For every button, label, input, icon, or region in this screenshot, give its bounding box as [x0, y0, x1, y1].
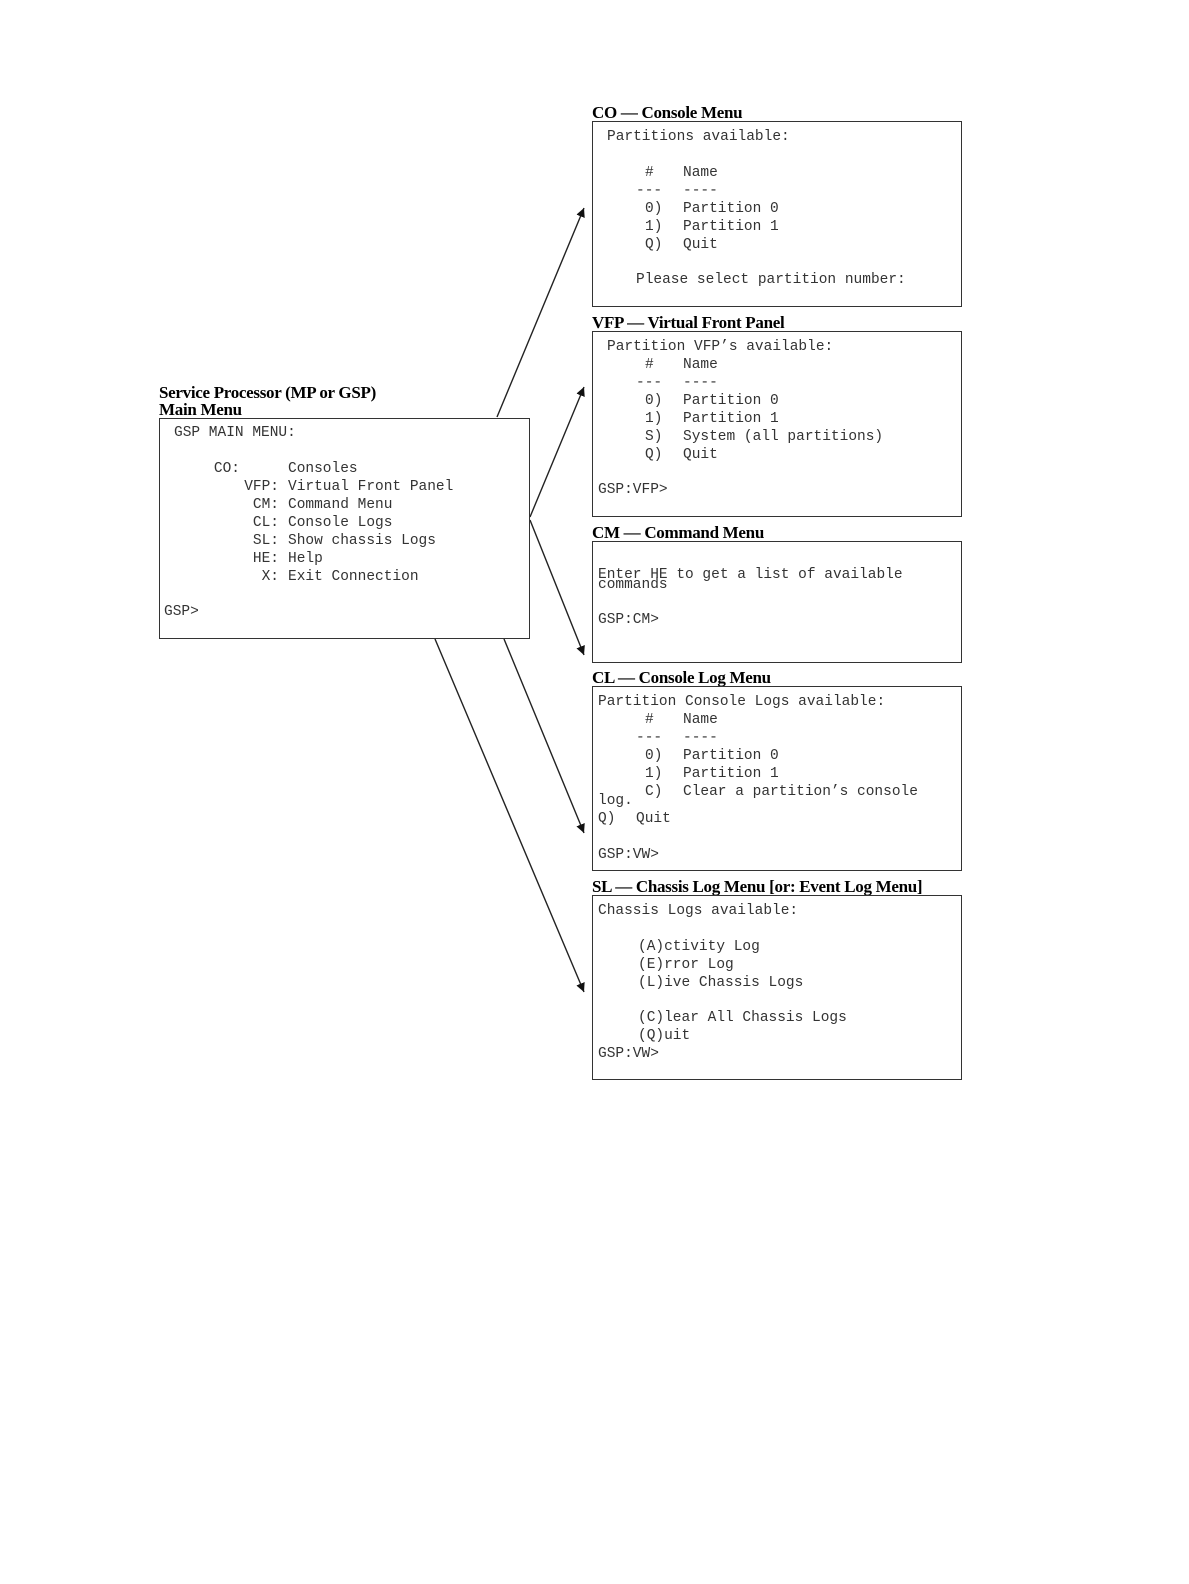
vfp-col-name: Name	[683, 357, 718, 373]
main-menu-prompt: GSP>	[164, 604, 199, 620]
co-sep-num: ---	[636, 183, 663, 199]
co-sep-name: ----	[683, 183, 718, 199]
cl-wrap: log.	[598, 793, 633, 809]
vfp-menu-box: Partition VFP’s available: # Name --- --…	[592, 331, 962, 517]
cl-row-key: C)	[645, 784, 663, 800]
sl-heading: Chassis Logs available:	[598, 903, 799, 919]
main-menu-item-key: CO:	[213, 461, 240, 477]
co-col-num: #	[645, 165, 654, 181]
main-menu-title-line1: Service Processor (MP or GSP)	[159, 383, 376, 402]
vfp-row-label: Partition 1	[683, 411, 779, 427]
sl-menu-title: SL — Chassis Log Menu [or: Event Log Men…	[592, 877, 923, 896]
cl-row-label: Clear a partition’s console	[683, 784, 918, 800]
cl-menu-title: CL — Console Log Menu	[592, 668, 771, 687]
co-row-key: 1)	[645, 219, 663, 235]
main-menu-item-label: Help	[288, 551, 323, 567]
arrow-to-cm	[529, 519, 585, 656]
co-prompt: Please select partition number:	[636, 272, 906, 288]
co-row-label: Partition 1	[683, 219, 779, 235]
sl-item: (Q)uit	[638, 1028, 691, 1044]
main-menu-item-label: Exit Connection	[288, 569, 419, 585]
cm-menu-title: CM — Command Menu	[592, 523, 764, 542]
co-row-key: Q)	[645, 237, 663, 253]
cl-row-label: Partition 1	[683, 766, 779, 782]
co-row-label: Partition 0	[683, 201, 779, 217]
sl-menu-box: Chassis Logs available: (A)ctivity Log (…	[592, 895, 962, 1080]
co-col-name: Name	[683, 165, 718, 181]
vfp-heading: Partition VFP’s available:	[607, 339, 834, 355]
main-menu-title-line2: Main Menu	[159, 400, 242, 419]
vfp-row-key: 0)	[645, 393, 663, 409]
cl-quit-key: Q)	[598, 811, 616, 827]
vfp-sep-name: ----	[683, 375, 718, 391]
arrow-to-co	[496, 207, 585, 418]
cl-menu-box: Partition Console Logs available: # Name…	[592, 686, 962, 871]
cm-menu-box: Enter HE to get a list of available comm…	[592, 541, 962, 663]
main-menu-item-label: Console Logs	[288, 515, 393, 531]
vfp-row-key: Q)	[645, 447, 663, 463]
cl-col-num: #	[645, 712, 654, 728]
main-menu-item-label: Virtual Front Panel	[288, 479, 454, 495]
cl-sep-num: ---	[636, 730, 663, 746]
co-row-key: 0)	[645, 201, 663, 217]
co-menu-box: Partitions available: # Name --- ---- 0)…	[592, 121, 962, 307]
cl-heading: Partition Console Logs available:	[598, 694, 886, 710]
main-menu-heading: GSP MAIN MENU:	[174, 425, 296, 441]
sl-item: (A)ctivity Log	[638, 939, 760, 955]
arrow-to-sl	[434, 638, 585, 993]
cl-col-name: Name	[683, 712, 718, 728]
sl-item: (C)lear All Chassis Logs	[638, 1010, 847, 1026]
cl-prompt: GSP:VW>	[598, 847, 659, 863]
cl-row-key: 1)	[645, 766, 663, 782]
cm-line1: Enter HE to get a list of available	[598, 567, 903, 583]
cm-line2: commands	[598, 577, 668, 593]
co-row-label: Quit	[683, 237, 718, 253]
main-menu-item-key: VFP:	[244, 479, 279, 495]
main-menu-item-label: Show chassis Logs	[288, 533, 436, 549]
vfp-prompt: GSP:VFP>	[598, 482, 668, 498]
cl-row-key: 0)	[645, 748, 663, 764]
vfp-row-key: S)	[645, 429, 663, 445]
cl-sep-name: ----	[683, 730, 718, 746]
main-menu-item-key: CM:	[252, 497, 279, 513]
vfp-col-num: #	[645, 357, 654, 373]
sl-prompt: GSP:VW>	[598, 1046, 659, 1062]
main-menu-item-key: CL:	[252, 515, 279, 531]
vfp-row-key: 1)	[645, 411, 663, 427]
cm-prompt: GSP:CM>	[598, 612, 659, 628]
main-menu-item-label: Command Menu	[288, 497, 393, 513]
vfp-menu-title: VFP — Virtual Front Panel	[592, 313, 785, 332]
main-menu-item-label: Consoles	[288, 461, 358, 477]
main-menu-title: Service Processor (MP or GSP) Main Menu	[159, 384, 376, 418]
cl-quit-label: Quit	[636, 811, 671, 827]
vfp-sep-num: ---	[636, 375, 663, 391]
sl-item: (L)ive Chassis Logs	[638, 975, 804, 991]
main-menu-item-key: X:	[261, 569, 279, 585]
main-menu-box: GSP MAIN MENU: CO: Consoles VFP: Virtual…	[159, 418, 530, 639]
arrow-to-vfp	[529, 386, 585, 518]
arrow-to-cl	[503, 638, 585, 834]
co-heading: Partitions available:	[607, 129, 790, 145]
sl-item: (E)rror Log	[638, 957, 734, 973]
vfp-row-label: Quit	[683, 447, 718, 463]
vfp-row-label: System (all partitions)	[683, 429, 884, 445]
main-menu-item-key: HE:	[252, 551, 279, 567]
main-menu-item-key: SL:	[252, 533, 279, 549]
cl-row-label: Partition 0	[683, 748, 779, 764]
vfp-row-label: Partition 0	[683, 393, 779, 409]
co-menu-title: CO — Console Menu	[592, 103, 743, 122]
